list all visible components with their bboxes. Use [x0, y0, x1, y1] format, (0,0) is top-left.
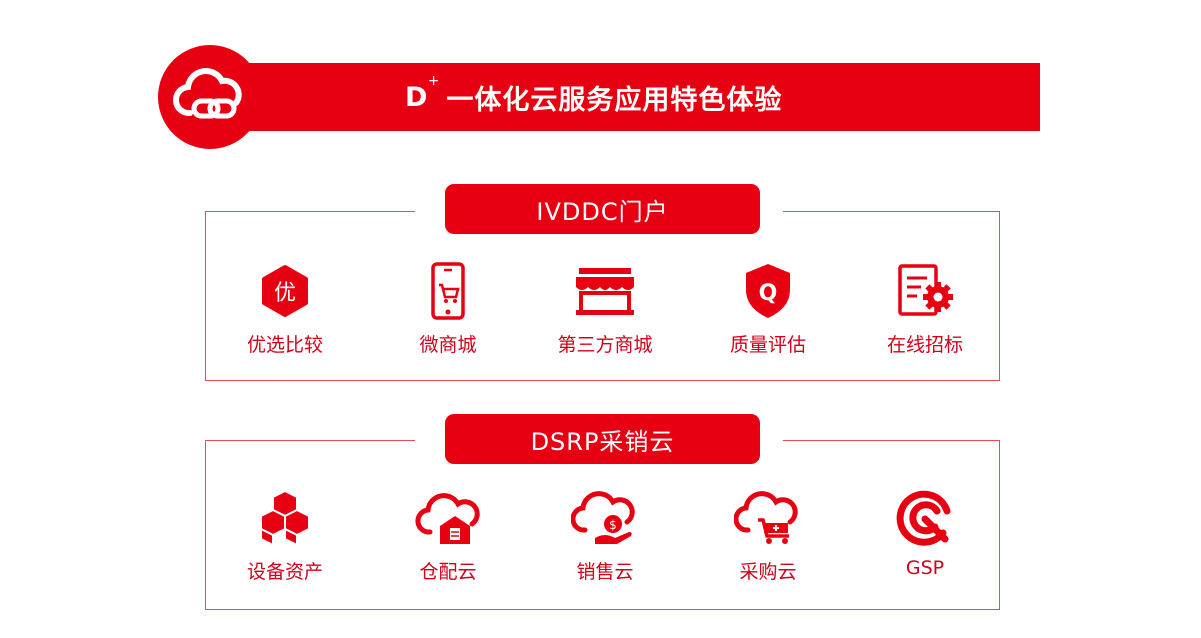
item-label: GSP — [905, 557, 945, 579]
you-hexagon-icon: 优 — [262, 265, 308, 317]
item-label: 微商城 — [419, 334, 477, 356]
cloud-hand-coin-icon: $ — [571, 491, 635, 544]
item-label: 销售云 — [576, 561, 634, 583]
item-micro-mall[interactable]: 微商城 — [368, 260, 528, 357]
svg-text:优: 优 — [274, 281, 296, 306]
item-online-bidding[interactable]: 在线招标 — [845, 260, 1005, 357]
item-sales-cloud[interactable]: $ 销售云 — [525, 487, 685, 584]
item-label: 在线招标 — [886, 334, 963, 356]
mobile-cart-icon — [431, 262, 465, 320]
item-label: 采购云 — [739, 561, 797, 583]
header-title-text: 一体化云服务应用特色体验 — [446, 84, 783, 116]
item-compare[interactable]: 优 优选比较 — [205, 260, 365, 357]
item-label: 质量评估 — [729, 334, 806, 356]
svg-text:$: $ — [609, 518, 617, 532]
cloud-link-icon — [173, 68, 242, 119]
header-banner — [200, 63, 1040, 131]
brand-mark: D+ — [405, 72, 441, 113]
item-label: 第三方商城 — [557, 334, 653, 356]
item-equipment-assets[interactable]: 设备资产 — [205, 487, 365, 584]
item-label: 仓配云 — [419, 561, 477, 583]
header-logo — [158, 45, 262, 149]
page-title: D+ 一体化云服务应用特色体验 — [405, 63, 782, 131]
document-gear-icon — [898, 264, 953, 316]
storefront-icon — [576, 268, 634, 315]
gsp-swirl-icon — [896, 490, 951, 546]
stacked-boxes-icon — [260, 489, 310, 547]
item-gsp[interactable]: GSP — [845, 487, 1005, 579]
section-dsrp-title: DSRP采销云 — [445, 414, 760, 464]
cloud-warehouse-icon — [415, 493, 480, 544]
section-ivddc-title: IVDDC门户 — [445, 184, 760, 234]
item-third-party-mall[interactable]: 第三方商城 — [525, 260, 685, 357]
svg-text:Q: Q — [759, 281, 778, 306]
item-label: 优选比较 — [246, 334, 323, 356]
shield-q-icon: Q — [746, 264, 790, 318]
item-purchase-cloud[interactable]: 采购云 — [688, 487, 848, 584]
item-label: 设备资产 — [246, 561, 323, 583]
item-quality-assessment[interactable]: Q 质量评估 — [688, 260, 848, 357]
item-warehouse-cloud[interactable]: 仓配云 — [368, 487, 528, 584]
cloud-cart-icon — [734, 491, 798, 544]
